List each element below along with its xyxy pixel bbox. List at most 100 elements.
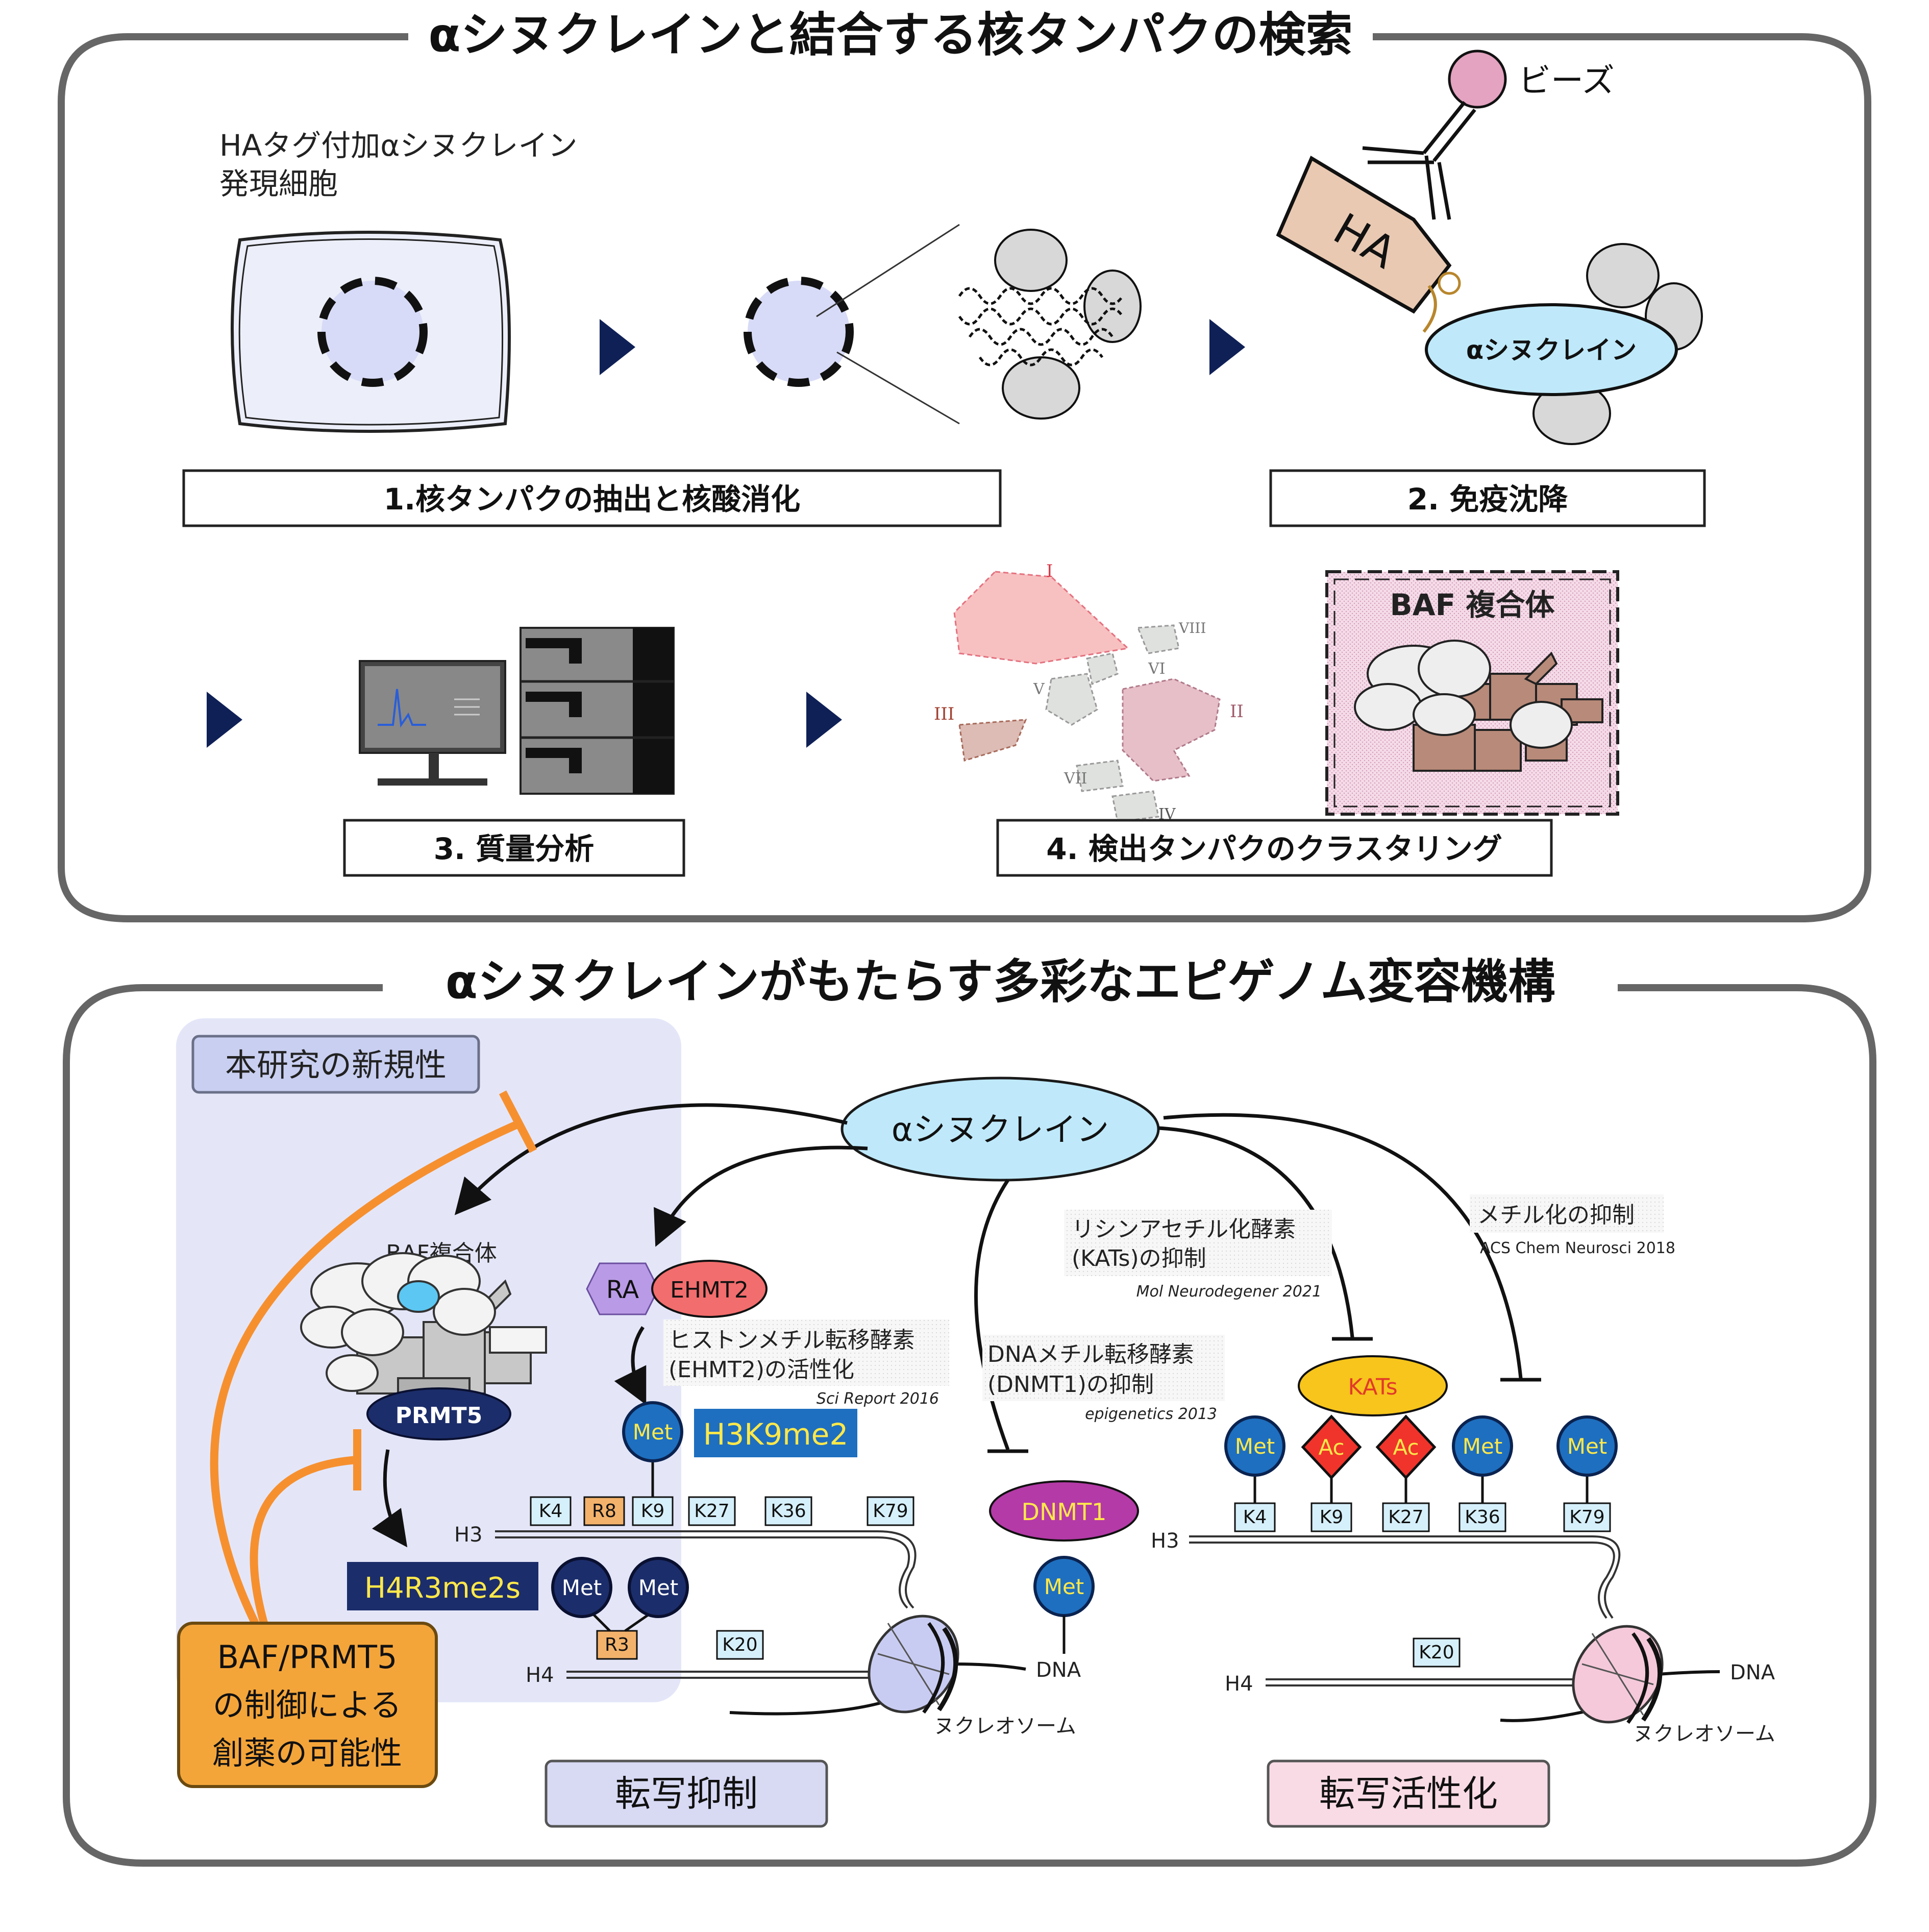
ehmt2-note-line1: ヒストンメチル転移酵素 <box>669 1327 915 1353</box>
res-k4-right-label: K4 <box>1243 1507 1267 1528</box>
arrow-right-icon <box>1209 319 1245 375</box>
cluster-label-I: I <box>1046 561 1053 581</box>
h3k9me2-box <box>694 1409 857 1457</box>
ac-k27-right <box>1375 1414 1437 1480</box>
arrow-prmt5-to-h4r3 <box>372 1449 408 1548</box>
activate-label: 転写活性化 <box>1319 1773 1498 1815</box>
res-k4-left <box>530 1496 572 1526</box>
cluster-label-III: III <box>934 704 954 724</box>
res-k27-left <box>688 1496 736 1526</box>
arrow-ehmt2-to-met <box>614 1326 647 1405</box>
repress-label: 転写抑制 <box>615 1773 758 1815</box>
cell-label-line2: 発現細胞 <box>219 166 338 201</box>
inhibit-kats <box>1158 1126 1354 1338</box>
dnmt-note-line2: (DNMT1)の抑制 <box>987 1372 1154 1398</box>
cluster-label-VII: VII <box>1064 770 1087 788</box>
bottom-panel-title: αシヌクレインがもたらす多彩なエピゲノム変容機構 <box>446 955 1555 1009</box>
res-r8-left <box>583 1496 625 1526</box>
step3-label: 3. 質量分析 <box>434 832 595 866</box>
ac-k27-right-label: Ac <box>1393 1435 1419 1460</box>
dna-label-left: DNA <box>1036 1658 1081 1682</box>
dna-label-right: DNA <box>1730 1661 1775 1684</box>
cluster-label-VI: VI <box>1148 660 1166 678</box>
h4r3me2s-label: H4R3me2s <box>364 1572 521 1605</box>
novelty-label: 本研究の新規性 <box>225 1046 447 1084</box>
drug-line2: の制御による <box>213 1686 402 1724</box>
res-k4-left-label: K4 <box>539 1501 563 1522</box>
res-k36-right <box>1458 1502 1506 1532</box>
baf-box-title: BAF 複合体 <box>1390 588 1555 622</box>
res-k20-left-label: K20 <box>722 1634 757 1655</box>
kats-note-line1: リシンアセチル化酵素 <box>1072 1216 1296 1242</box>
baf-complex-icon <box>1354 640 1603 772</box>
methyl-ref: ACS Chem Neurosci 2018 <box>1480 1239 1675 1257</box>
res-k27-right <box>1382 1502 1430 1532</box>
ehmt2-ref: Sci Report 2016 <box>817 1390 939 1408</box>
res-k20-right <box>1413 1637 1461 1668</box>
res-k20-left <box>716 1630 764 1660</box>
step1-label: 1.核タンパクの抽出と核酸消化 <box>384 482 800 517</box>
met-k36-right <box>1452 1415 1513 1477</box>
activate-box <box>1267 1759 1550 1828</box>
res-k20-right-label: K20 <box>1419 1642 1454 1663</box>
h3k9me2-label: H3K9me2 <box>703 1417 849 1452</box>
ehmt2-node <box>651 1260 768 1318</box>
res-k36-left <box>764 1496 812 1526</box>
met-dna-label: Met <box>1044 1574 1084 1599</box>
step1-box <box>182 469 1002 527</box>
ha-cell-illustration <box>231 231 511 433</box>
ra-label: RA <box>606 1276 639 1304</box>
h4-label-left: H4 <box>526 1664 554 1687</box>
isolated-nucleus <box>744 224 1142 425</box>
nucleosome-label-left: ヌクレオソーム <box>934 1715 1076 1738</box>
met-k79-right-label: Met <box>1567 1434 1607 1459</box>
met-k36-right-label: Met <box>1463 1434 1503 1459</box>
res-k79-right <box>1563 1502 1611 1532</box>
antibody-icon <box>1362 101 1476 220</box>
kats-node <box>1298 1355 1448 1416</box>
computer-monitor-icon <box>359 660 506 786</box>
methyl-note-bg <box>1470 1194 1664 1233</box>
prmt5-label: PRMT5 <box>395 1403 483 1429</box>
arrow-to-baf <box>454 1103 848 1215</box>
bottom-panel: αシヌクレインがもたらす多彩なエピゲノム変容機構 本研究の新規性 αシヌクレイン <box>63 955 1876 1867</box>
step2-box <box>1269 469 1706 527</box>
right-chromatin: H3 H4 DNA ヌクレオソーム <box>1151 1529 1775 1746</box>
asyn-center-label: αシヌクレイン <box>892 1111 1109 1149</box>
res-k27-left-label: K27 <box>694 1501 729 1522</box>
inhibit-methylation <box>1163 1113 1523 1379</box>
ac-k9-right <box>1301 1414 1362 1480</box>
met-r3-a <box>551 1557 612 1618</box>
step4-label: 4. 検出タンパクのクラスタリング <box>1046 832 1502 866</box>
orange-inhibit-asyn-baf <box>210 1119 523 1625</box>
methyl-note: メチル化の抑制 <box>1477 1202 1635 1228</box>
cluster-label-II: II <box>1230 701 1244 722</box>
h3-label-right: H3 <box>1151 1529 1179 1553</box>
met-k9-left-label: Met <box>633 1420 673 1445</box>
met-k9-left <box>622 1401 683 1462</box>
kats-ref: Mol Neurodegener 2021 <box>1136 1283 1322 1301</box>
kats-note-line2: (KATs)の抑制 <box>1072 1245 1206 1271</box>
drug-line3: 創薬の可能性 <box>212 1734 402 1772</box>
res-k36-right-label: K36 <box>1465 1507 1500 1528</box>
immunoprecipitation-illustration: HA αシヌクレイン <box>1276 50 1703 445</box>
nucleosome-icon <box>1572 1625 1664 1724</box>
repress-box <box>545 1759 828 1828</box>
novelty-label-box <box>191 1035 480 1094</box>
dnmt1-node <box>989 1480 1139 1542</box>
drug-discovery-box <box>177 1622 438 1788</box>
nucleosome-icon <box>868 1615 959 1714</box>
mass-spectrometer-icon <box>520 627 675 795</box>
res-k79-left <box>867 1496 914 1526</box>
asyn-label-top: αシヌクレイン <box>1466 335 1637 365</box>
res-k9-left <box>632 1496 674 1526</box>
met-r3-b-label: Met <box>638 1575 679 1600</box>
res-r3-left-label: R3 <box>605 1634 629 1655</box>
ehmt2-note-line2: (EHMT2)の活性化 <box>669 1357 854 1383</box>
dnmt-ref: epigenetics 2013 <box>1085 1405 1217 1423</box>
h4-label-right: H4 <box>1225 1672 1253 1696</box>
res-r8-left-label: R8 <box>592 1501 616 1522</box>
cluster-label-V: V <box>1033 680 1045 698</box>
orange-inhibit-prmt5 <box>250 1456 358 1630</box>
left-chromatin: H3 H4 DNA ヌクレオソーム <box>454 1523 1081 1738</box>
